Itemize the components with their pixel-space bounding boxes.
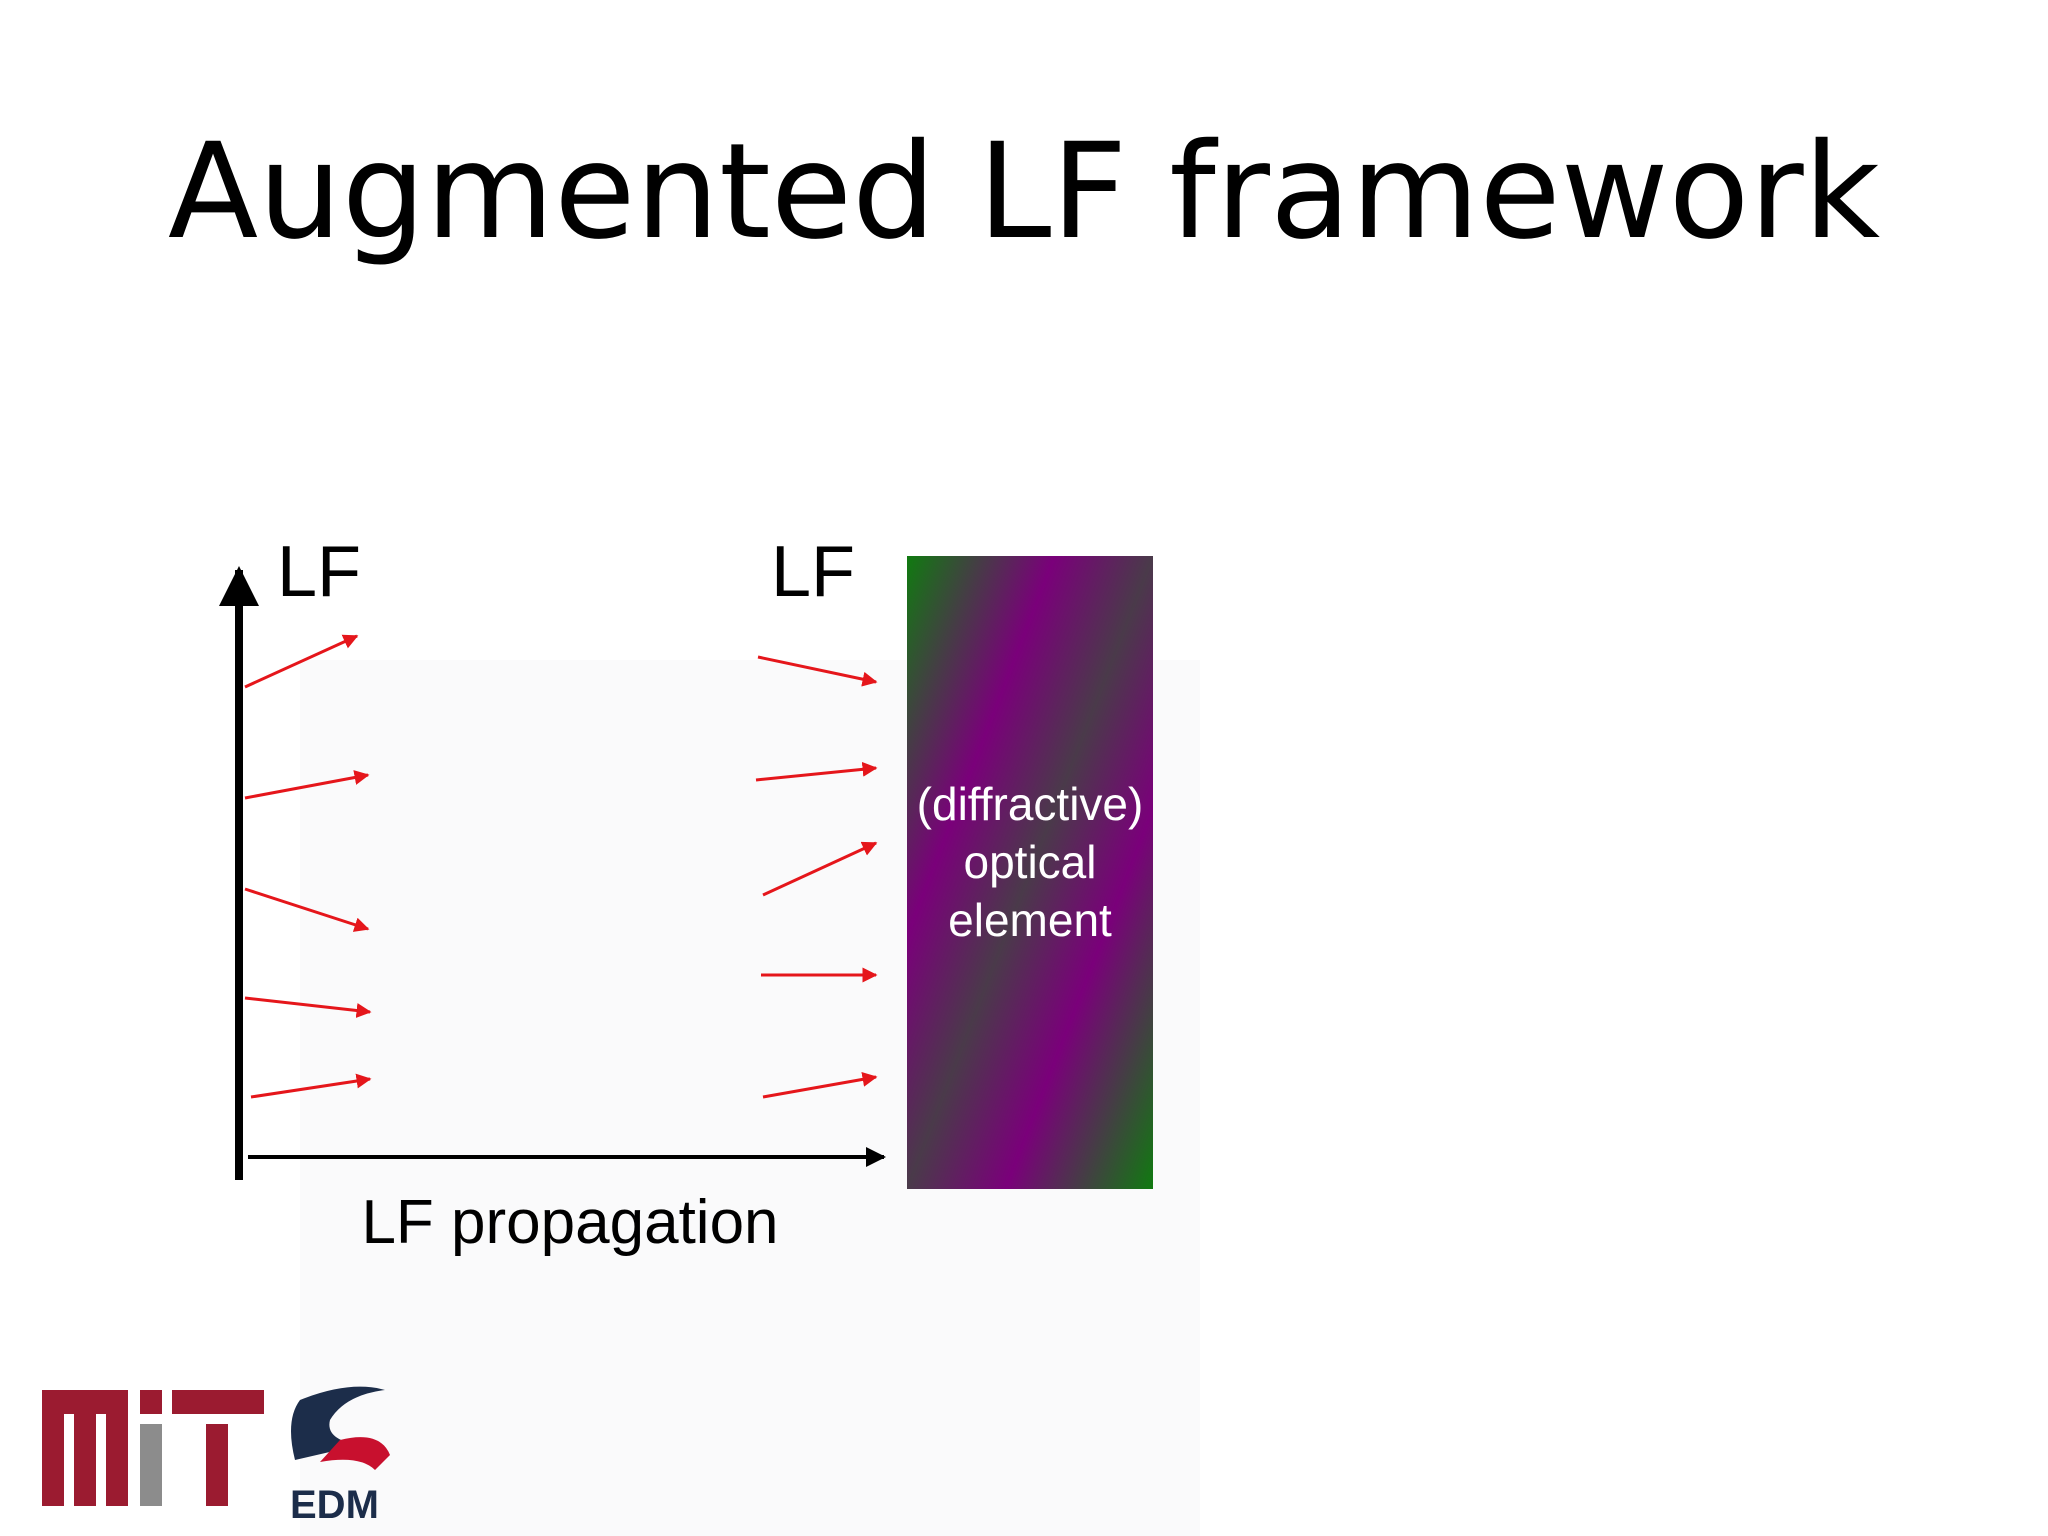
left-lf-label: LF — [277, 532, 361, 612]
right-lf-label: LF — [771, 532, 855, 612]
optical-element-label-line-2: optical — [964, 836, 1097, 888]
ray-arrow — [250, 1073, 372, 1099]
left-light-rays — [244, 634, 372, 1099]
ray-arrow — [244, 770, 370, 800]
optical-element-label-line-1: (diffractive) — [917, 778, 1144, 830]
optical-element-box — [907, 556, 1153, 1189]
edm-logo-text: EDM — [290, 1483, 379, 1527]
ray-arrow — [757, 655, 878, 687]
propagation-label: LF propagation — [361, 1188, 778, 1257]
ray-arrow — [755, 761, 878, 782]
ray-arrow — [244, 634, 359, 689]
ray-arrow — [762, 1071, 878, 1099]
optical-element-label-line-3: element — [948, 894, 1112, 946]
ray-arrow — [244, 996, 372, 1018]
mit-logo — [42, 1390, 264, 1506]
edm-logo: EDM — [290, 1386, 390, 1527]
slide-title: Augmented LF framework — [167, 115, 1881, 269]
ray-arrow — [244, 887, 370, 932]
right-light-rays — [755, 655, 878, 1099]
ray-arrow — [762, 841, 878, 897]
